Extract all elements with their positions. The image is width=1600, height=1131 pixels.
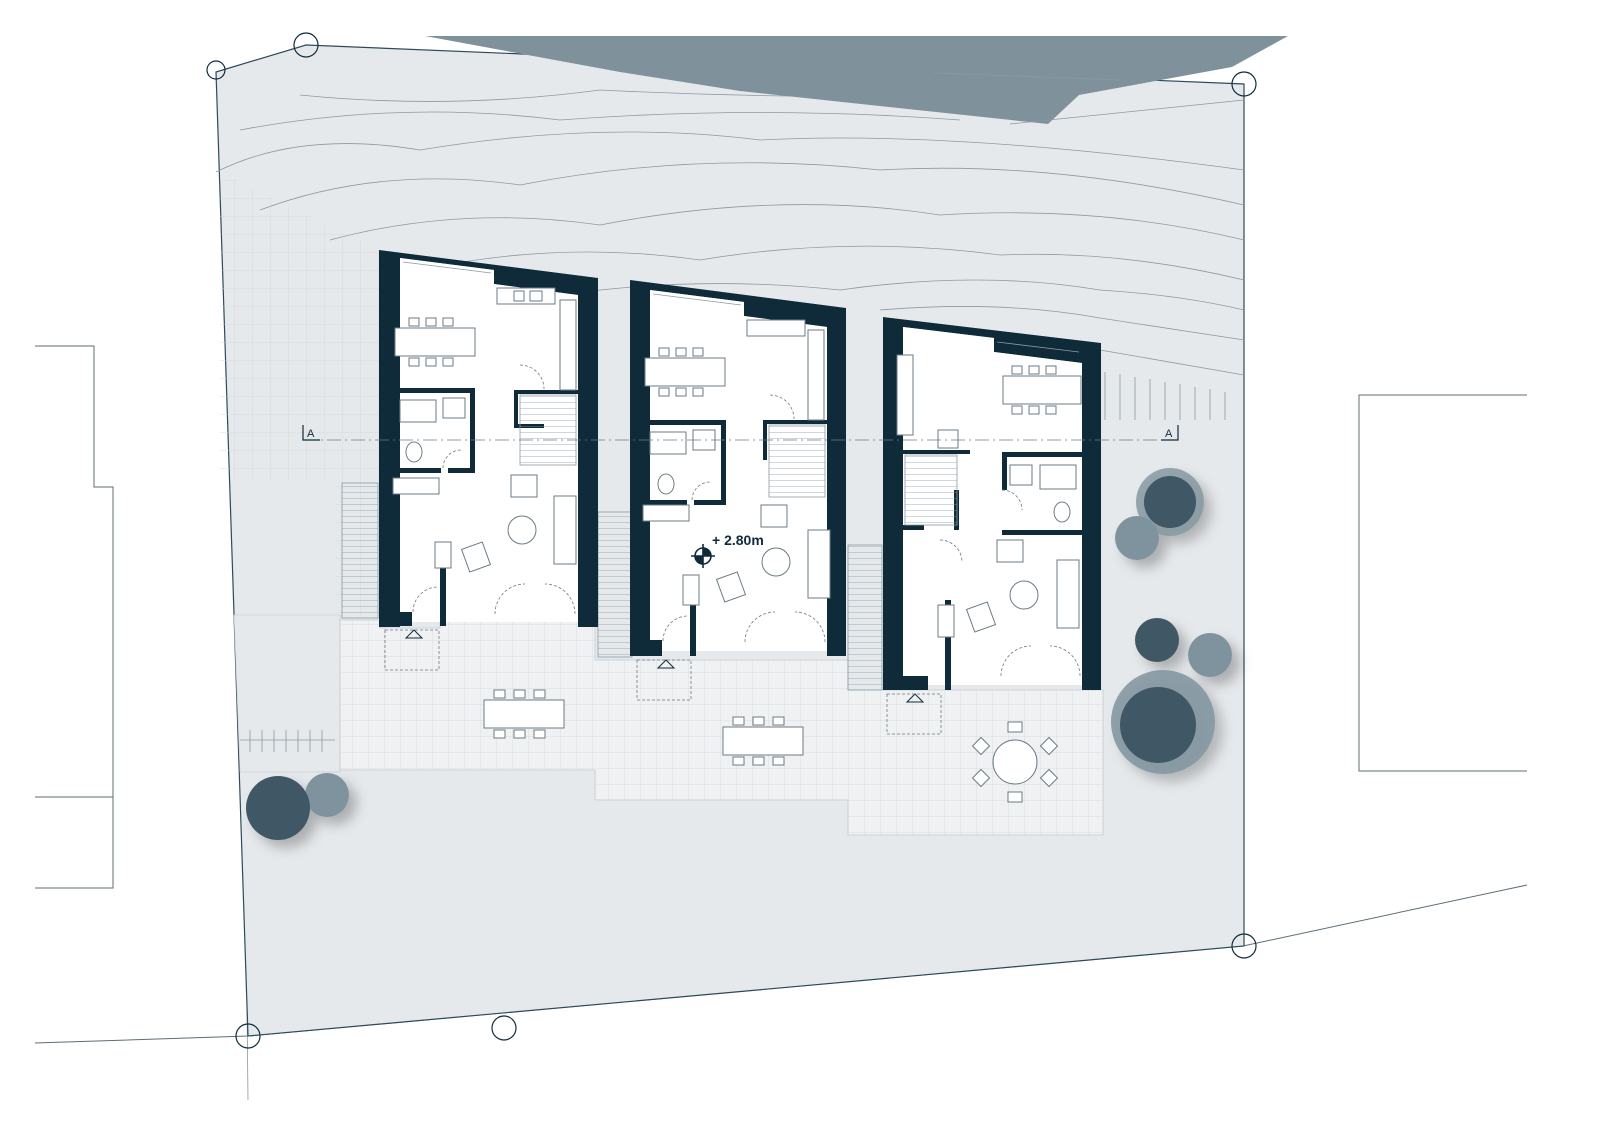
terrace-round-table (971, 721, 1059, 803)
house-3 (883, 317, 1101, 690)
section-line (302, 425, 1179, 441)
garden-west (233, 614, 341, 773)
access-road (425, 36, 1288, 124)
terrace-table-2 (722, 716, 804, 766)
elevation-label: + 2.80m (712, 532, 764, 548)
section-marker-right: A (1165, 428, 1173, 440)
house-2: + 2.80m (630, 280, 846, 656)
neighbour-building-right (1358, 394, 1527, 772)
exterior-stair-1 (341, 482, 379, 619)
terrace-table-1 (483, 689, 565, 739)
entrance-markers (384, 629, 942, 735)
elevation-marker (691, 544, 715, 568)
fence-east (1099, 349, 1245, 420)
tree-west (246, 773, 349, 840)
contour-lines (215, 89, 1245, 341)
house-1 (379, 250, 598, 627)
neighbour-building-left (35, 345, 114, 889)
terrace-west-grid (220, 172, 380, 615)
tree-east-large (1111, 670, 1215, 774)
exterior-stair-2 (597, 511, 633, 658)
tree-east-middle (1135, 618, 1232, 677)
exterior-stair-3 (847, 544, 883, 691)
fence-west (240, 730, 335, 752)
survey-points (206, 32, 1257, 1049)
section-marker-left: A (307, 428, 315, 440)
tree-east-top (1115, 468, 1204, 560)
